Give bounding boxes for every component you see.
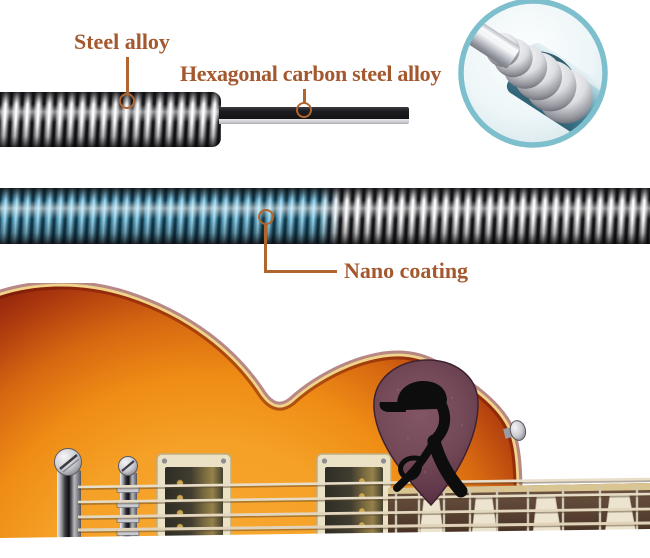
hex-core-wire-highlight xyxy=(219,119,409,124)
pick-bird-logo xyxy=(379,381,468,498)
steel-alloy-callout-marker xyxy=(119,93,135,109)
photo-bottom-crop xyxy=(0,529,650,558)
guitar-photo xyxy=(0,283,650,558)
hex-core-callout-marker xyxy=(296,102,312,118)
pick-speckles xyxy=(397,389,463,473)
string-cross-section-inset xyxy=(451,0,619,156)
body-binding xyxy=(0,283,520,539)
nano-coating-label: Nano coating xyxy=(344,258,469,283)
guitar-strings xyxy=(77,477,650,533)
guitar-pick xyxy=(373,359,479,507)
wound-string-section xyxy=(0,92,221,147)
hex-core-callout-line xyxy=(303,89,306,103)
bridge-pickup xyxy=(156,453,232,539)
hex-core-wire-dark-face xyxy=(219,107,409,119)
neck-pickup xyxy=(316,453,392,539)
tailpiece xyxy=(54,448,82,538)
bridge xyxy=(116,456,140,538)
inset-ring xyxy=(458,0,608,148)
hex-core-label: Hexagonal carbon steel alloy xyxy=(180,61,442,86)
hex-core-wire xyxy=(219,107,409,124)
nano-coating-callout-line-v xyxy=(264,225,267,272)
string-3d-illustration xyxy=(451,9,619,156)
nano-coated-string-section xyxy=(0,188,340,244)
steel-alloy-callout-line xyxy=(126,57,129,94)
nano-coating-callout-line-h xyxy=(264,270,337,273)
strap-button xyxy=(503,420,527,441)
nano-coating-callout-marker xyxy=(258,209,274,225)
steel-alloy-label: Steel alloy xyxy=(74,29,170,54)
